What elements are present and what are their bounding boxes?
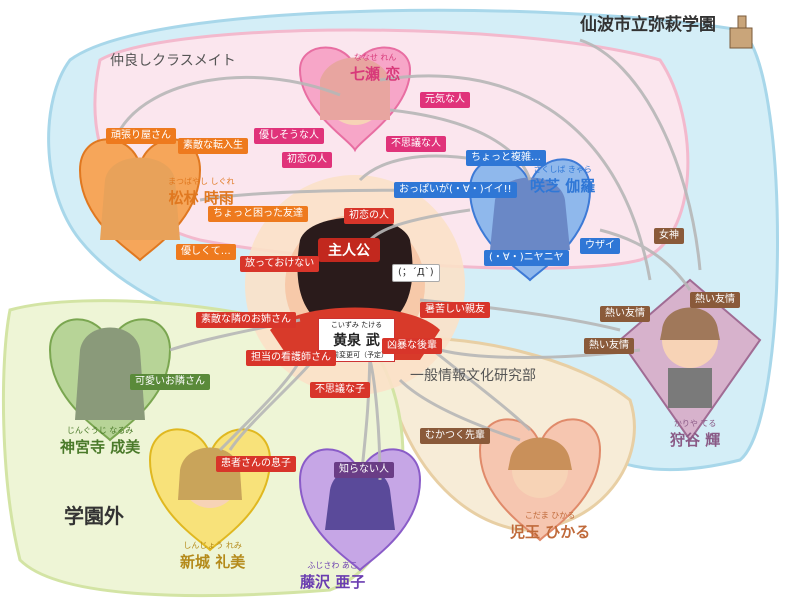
character-ruby: さくしば きゃら: [533, 165, 592, 174]
character-name-kodama: こだま ひかる 児玉 ひかる: [510, 510, 590, 542]
relation-label: 熱い友情: [600, 306, 650, 322]
relation-label: 女神: [654, 228, 684, 244]
region-club: 一般情報文化研究部: [410, 368, 536, 384]
character-ruby: こだま ひかる: [524, 511, 576, 520]
character-name-kariya: かりや てる 狩谷 輝: [670, 418, 720, 450]
character-name-shinjo: しんじょう れみ 新城 礼美: [180, 540, 245, 572]
region-outside: 学園外: [64, 504, 124, 528]
character-main-name: 狩谷 輝: [670, 431, 721, 449]
character-ruby: ふじさわ あこ: [307, 561, 358, 570]
character-main-name: 新城 礼美: [180, 553, 246, 571]
relation-label: 初恋の人: [282, 152, 332, 168]
relation-label: 不思議な人: [386, 136, 446, 152]
protagonist-note: 名前変更可（予定）: [325, 351, 388, 359]
character-main-name: 神宮寺 成美: [60, 438, 141, 456]
relation-label: 知らない人: [334, 462, 394, 478]
relation-label: 初恋の人: [344, 208, 394, 224]
relation-label: 可愛いお隣さん: [130, 374, 210, 390]
relation-label: 放っておけない: [240, 256, 320, 272]
character-ruby: しんじょう れみ: [183, 541, 242, 550]
relation-label: 担当の看護師さん: [246, 350, 336, 366]
character-main-name: 咲芝 伽羅: [530, 177, 596, 195]
character-name-sakushiba: さくしば きゃら 咲芝 伽羅: [530, 164, 595, 196]
region-classmates: 仲良しクラスメイト: [110, 53, 236, 69]
protagonist-label: 主人公: [318, 238, 380, 262]
relation-label: 素敵な転入生: [178, 138, 248, 154]
relation-label: 頑張り屋さん: [106, 128, 176, 144]
character-name-jinguji: じんぐうじ なるみ 神宮寺 成美: [60, 425, 140, 457]
character-main-name: 松林 時雨: [168, 189, 234, 207]
relation-label: 元気な人: [420, 92, 470, 108]
relation-label: 不思議な子: [310, 382, 370, 398]
relation-label: 凶暴な後輩: [382, 338, 442, 354]
character-name-matsubayashi: まつばやし しぐれ 松林 時雨: [168, 176, 235, 208]
character-name-fujisawa: ふじさわ あこ 藤沢 亜子: [300, 560, 365, 592]
relation-label: 優しそうな人: [254, 128, 324, 144]
character-main-name: 児玉 ひかる: [510, 523, 591, 541]
character-ruby: ななせ れん: [353, 53, 397, 62]
relation-label: 患者さんの息子: [216, 456, 296, 472]
relation-label: むかつく先輩: [420, 428, 490, 444]
relation-label: 熱い友情: [584, 338, 634, 354]
character-main-name: 藤沢 亜子: [300, 573, 366, 591]
protagonist-ruby: こいずみ たける: [330, 321, 383, 329]
protagonist-main-name: 黄泉 武: [333, 333, 380, 349]
relation-label: (・∀・)ニヤニヤ: [484, 250, 569, 266]
relation-label: 素敵な隣のお姉さん: [196, 312, 296, 328]
character-main-name: 七瀬 恋: [350, 65, 401, 83]
school-name: 仙波市立弥萩学園: [580, 15, 716, 35]
relation-label: ちょっと困った友達: [208, 206, 308, 222]
relation-label: 暑苦しい親友: [420, 302, 490, 318]
relation-label: 熱い友情: [690, 292, 740, 308]
character-ruby: まつばやし しぐれ: [168, 177, 235, 186]
character-name-nanase: ななせ れん 七瀬 恋: [350, 52, 400, 84]
relation-label: 優しくて…: [176, 244, 236, 260]
relation-label: おっぱいが(・∀・)イイ!!: [394, 182, 517, 198]
relation-label: ウザイ: [580, 238, 620, 254]
character-ruby: じんぐうじ なるみ: [66, 426, 134, 435]
relation-label: ちょっと複雑…: [466, 150, 546, 166]
character-ruby: かりや てる: [673, 419, 717, 428]
relation-label: (；´Д`): [392, 264, 440, 282]
